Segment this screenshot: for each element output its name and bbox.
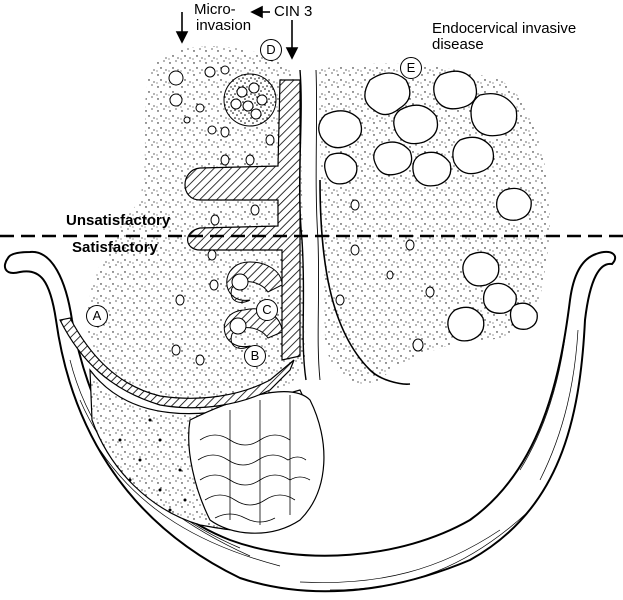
unsatisfactory-label: Unsatisfactory [66, 212, 171, 229]
satisfactory-label: Satisfactory [72, 239, 158, 256]
ectocervix-cells [118, 418, 187, 512]
marker-d: D [260, 39, 282, 61]
micro-invasion-label-line2: invasion [196, 17, 252, 34]
marker-e: E [400, 57, 422, 79]
cobblestone-pattern [197, 395, 311, 525]
invasive-blobs [318, 70, 538, 342]
endocervical-label-line1: Endocervical invasive [432, 20, 577, 37]
endocervical-canal [298, 69, 307, 381]
cin3-label: CIN 3 [274, 3, 313, 20]
hatched-epithelium [59, 317, 295, 409]
micro-invasion-label-line1: Micro- [194, 1, 236, 18]
gland-c-top [226, 261, 283, 303]
endocervical-label-line2: disease [432, 36, 484, 53]
right-gland-circles [335, 199, 435, 352]
micro-invasion-cluster [168, 65, 277, 135]
cobblestone-lesion [188, 391, 325, 534]
hatched-column [184, 79, 301, 361]
marker-a: A [86, 305, 108, 327]
gland-circles [171, 126, 275, 366]
label-arrows [175, 5, 299, 60]
right-boundary [319, 179, 411, 385]
marker-c: C [256, 299, 278, 321]
marker-b: B [244, 345, 266, 367]
